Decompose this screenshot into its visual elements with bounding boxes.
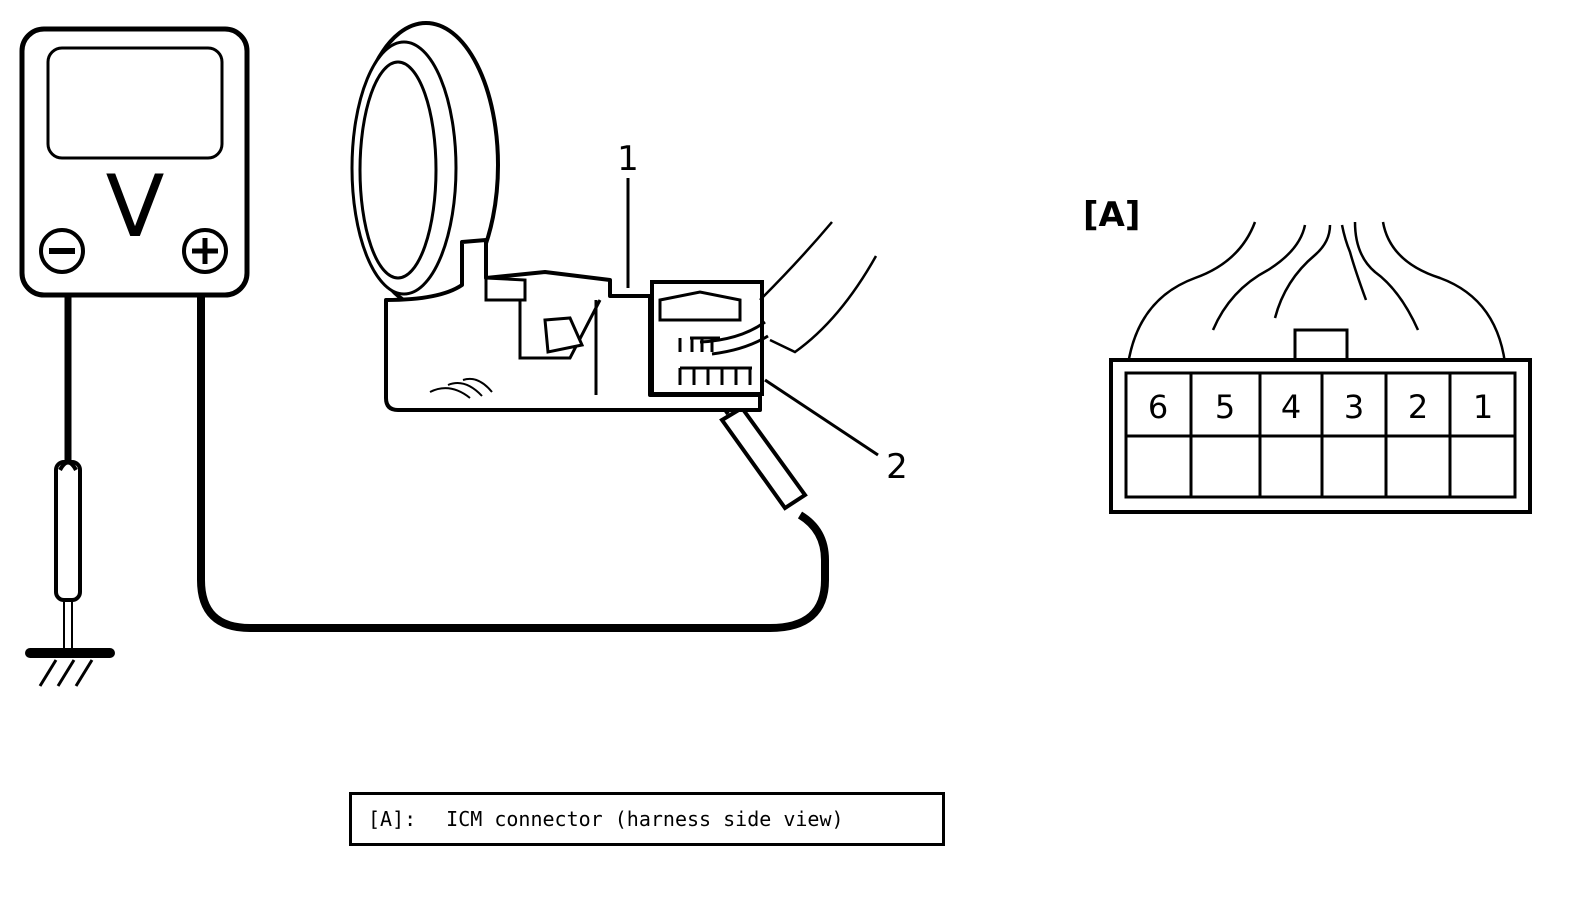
voltmeter-symbol: V bbox=[106, 157, 165, 257]
positive-test-lead bbox=[197, 297, 829, 632]
legend-box: [A]: ICM connector (harness side view) bbox=[349, 792, 945, 846]
connector-lock-tab bbox=[1293, 328, 1349, 364]
negative-probe bbox=[54, 460, 82, 602]
connector-wires bbox=[1125, 221, 1508, 373]
legend-text: ICM connector (harness side view) bbox=[446, 807, 844, 831]
plus-terminal-icon bbox=[182, 228, 228, 274]
pin-label: 6 bbox=[1148, 388, 1168, 426]
callout-1: 1 bbox=[617, 139, 639, 179]
legend-key: [A]: bbox=[368, 807, 417, 831]
icm-coil-assembly bbox=[350, 21, 878, 412]
pin-label: 2 bbox=[1408, 388, 1428, 426]
callout-2-leader bbox=[764, 378, 879, 457]
pin-label: 4 bbox=[1281, 388, 1301, 426]
negative-test-lead bbox=[54, 297, 82, 650]
pin-label: 1 bbox=[1473, 388, 1493, 426]
voltmeter: V bbox=[19, 26, 250, 298]
pin-label: 3 bbox=[1344, 388, 1364, 426]
connector-housing: 6 5 4 3 2 1 bbox=[1109, 328, 1532, 514]
connector-view-label: [A] bbox=[1083, 195, 1140, 235]
callout-2: 2 bbox=[886, 447, 908, 487]
voltmeter-display bbox=[46, 46, 224, 160]
pin-label: 5 bbox=[1215, 388, 1235, 426]
minus-terminal-icon bbox=[39, 228, 85, 274]
ground-symbol-icon bbox=[25, 648, 115, 687]
